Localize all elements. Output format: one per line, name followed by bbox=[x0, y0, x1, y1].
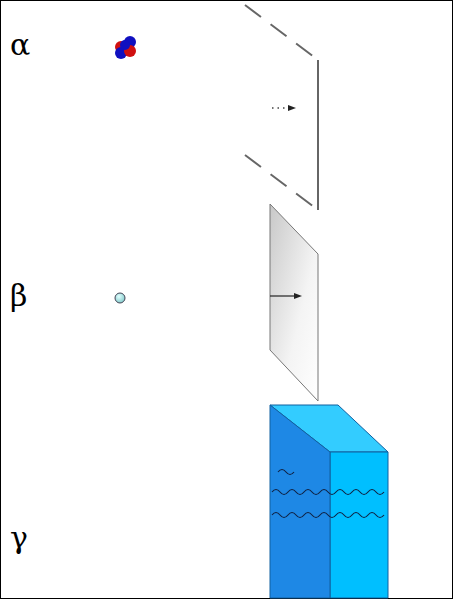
alpha-particle bbox=[115, 36, 136, 59]
particle-symbol: α bbox=[10, 30, 30, 60]
paper-sheet bbox=[245, 5, 318, 210]
alpha-track bbox=[272, 105, 296, 111]
aluminium-sheet bbox=[270, 204, 318, 401]
particle-symbol: γ bbox=[10, 523, 28, 553]
lead-block bbox=[270, 405, 388, 598]
gamma-waves bbox=[272, 470, 384, 518]
beta-track bbox=[270, 293, 302, 299]
beta-particle bbox=[115, 293, 125, 303]
particle-symbol: β bbox=[10, 281, 27, 311]
